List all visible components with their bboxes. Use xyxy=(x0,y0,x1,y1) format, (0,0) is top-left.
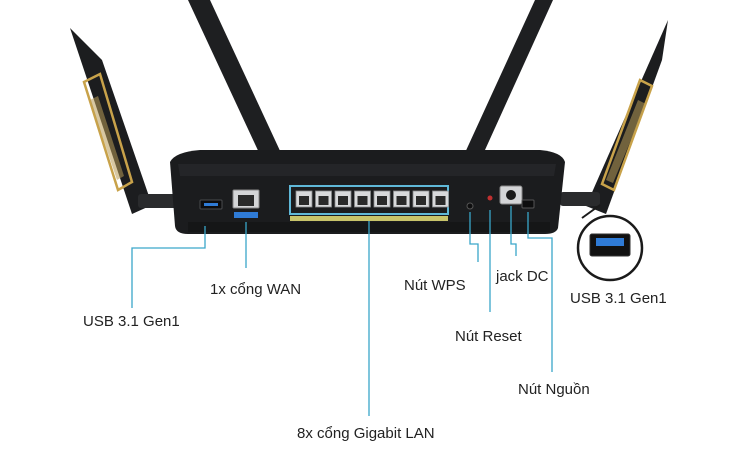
wps-button xyxy=(466,202,474,210)
lan-port xyxy=(412,190,430,208)
lan-port xyxy=(334,190,352,208)
label-usb-right: USB 3.1 Gen1 xyxy=(570,290,667,307)
reset-button xyxy=(487,195,493,201)
label-power: Nút Nguồn xyxy=(518,381,590,398)
lan-port xyxy=(432,190,449,208)
antenna-right xyxy=(560,20,668,214)
usb-port-left xyxy=(199,199,223,210)
label-wps: Nút WPS xyxy=(404,277,466,294)
lan-port xyxy=(373,190,391,208)
power-button xyxy=(521,199,535,209)
wan-port xyxy=(232,189,260,218)
callout-line-dc xyxy=(510,206,517,256)
callout-line-wps xyxy=(469,212,479,262)
antenna-center-left xyxy=(188,0,288,172)
callout-line-power xyxy=(527,212,553,372)
lan-indicator-strip xyxy=(290,216,448,221)
antenna-center-right xyxy=(458,0,553,172)
lan-port xyxy=(295,190,313,208)
label-dc: jack DC xyxy=(496,268,549,285)
label-wan: 1x cổng WAN xyxy=(210,281,302,298)
usb-zoom-inset xyxy=(576,204,644,282)
callout-line-usb-left xyxy=(131,226,206,308)
lan-port xyxy=(315,190,332,208)
label-reset: Nút Reset xyxy=(455,328,522,345)
label-lan: 8x cổng Gigabit LAN xyxy=(297,425,435,442)
label-usb-left: USB 3.1 Gen1 xyxy=(83,313,180,330)
lan-ports xyxy=(295,190,449,208)
lan-port xyxy=(393,190,410,208)
dc-jack xyxy=(499,185,523,205)
callout-lines xyxy=(131,206,553,416)
lan-port xyxy=(354,190,371,208)
antenna-left xyxy=(70,28,178,214)
